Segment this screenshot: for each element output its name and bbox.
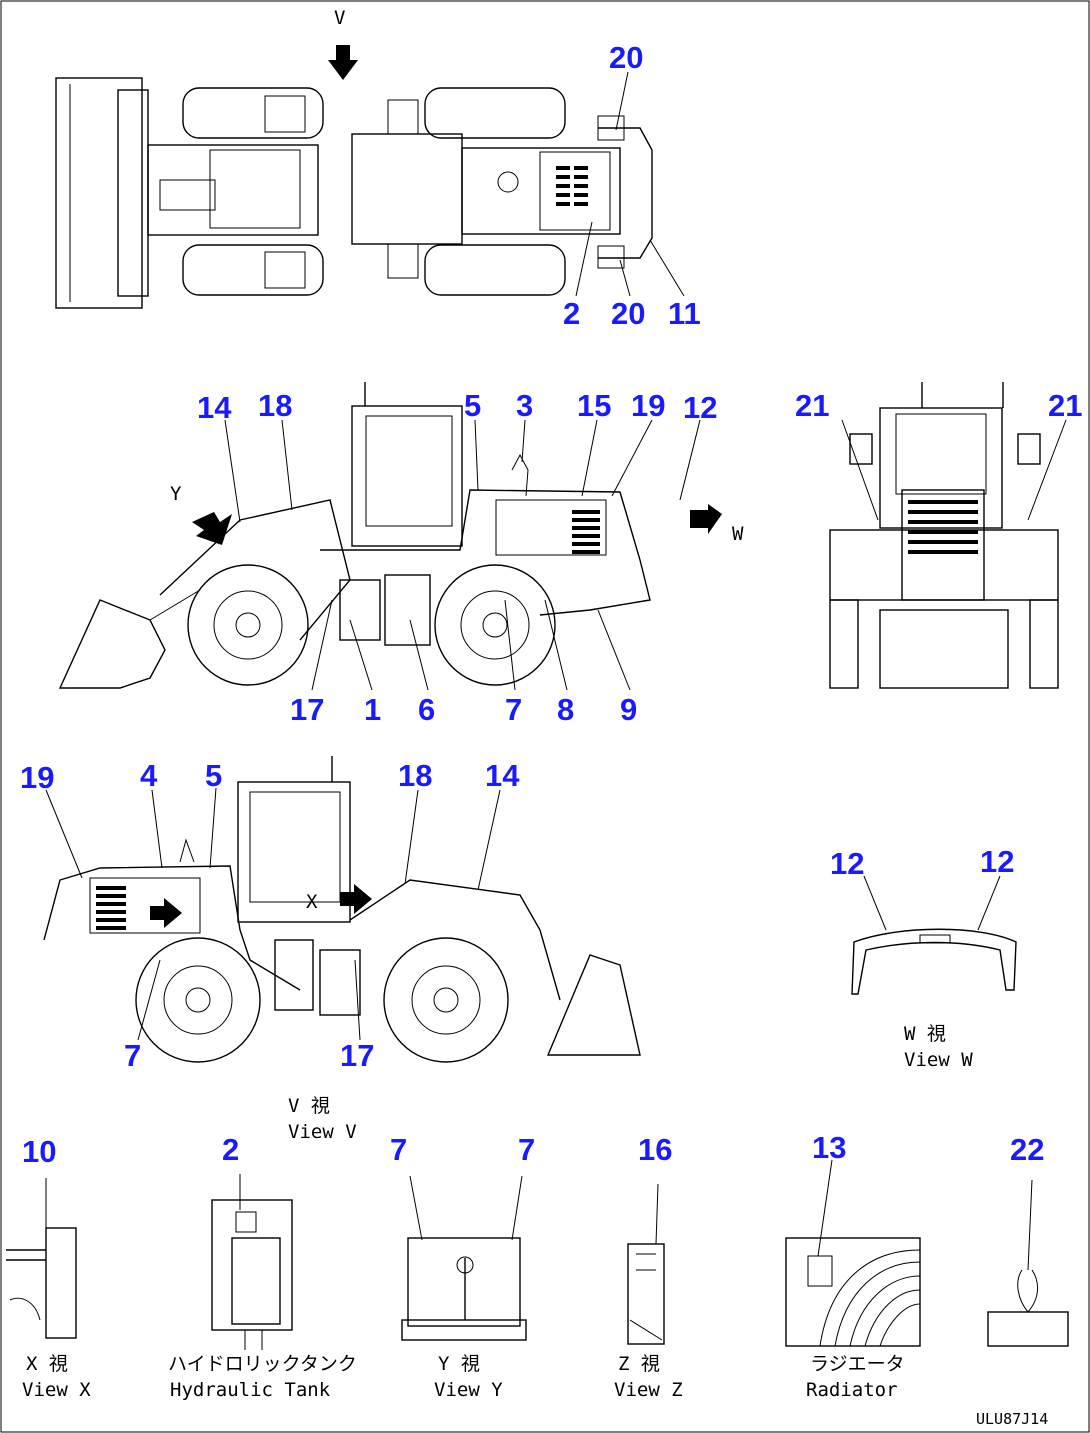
callout-ls-17: 17 (340, 1038, 374, 1073)
callout-rs-12: 12 (683, 390, 717, 425)
detail-radiator: 13 ラジエータ Radiator (785, 1130, 921, 1401)
callout-top-2: 2 (563, 296, 580, 331)
callout-rs-8: 8 (557, 692, 574, 727)
view-z-en: View Z (614, 1379, 683, 1401)
callout-rs-1: 1 (364, 692, 381, 727)
callout-d-22: 22 (1010, 1132, 1044, 1167)
view-x-en: View X (22, 1379, 91, 1401)
detail-view-y: 7 7 Y 視 View Y (390, 1132, 535, 1401)
view-v-en: View V (288, 1121, 357, 1143)
callout-fv-21a: 21 (795, 388, 829, 423)
callout-ls-14: 14 (485, 758, 520, 793)
view-v-caption: V 視 View V (288, 1095, 357, 1143)
callout-d-13: 13 (812, 1130, 846, 1165)
arrow-v-label: V (334, 7, 345, 29)
callout-rs-6: 6 (418, 692, 435, 727)
view-w-jp: W 視 (904, 1023, 946, 1045)
callout-top-20a: 20 (609, 40, 643, 75)
view-y-jp: Y 視 (438, 1353, 480, 1375)
callout-rs-17: 17 (290, 692, 324, 727)
view-w-en: View W (904, 1049, 973, 1071)
radiator-en: Radiator (806, 1379, 898, 1401)
arrow-y-label: Y (170, 483, 182, 505)
arrow-w-label: W (732, 523, 744, 545)
view-z-jp: Z 視 (618, 1353, 660, 1375)
callout-rs-19: 19 (631, 388, 665, 423)
hyd-tank-en: Hydraulic Tank (170, 1379, 331, 1401)
view-v-jp: V 視 (288, 1095, 330, 1117)
callout-top-11: 11 (668, 296, 701, 331)
callout-rs-18: 18 (258, 388, 292, 423)
view-arrow-y (192, 512, 232, 545)
callout-ls-4: 4 (140, 758, 158, 793)
drawing-code: ULU87J14 (976, 1410, 1048, 1428)
callout-ls-18: 18 (398, 758, 432, 793)
callout-vw-12b: 12 (980, 844, 1014, 879)
callout-ls-19: 19 (20, 760, 54, 795)
top-view: V (55, 7, 701, 331)
detail-part-22: 22 (987, 1132, 1069, 1347)
callout-ls-5: 5 (205, 758, 222, 793)
view-x-jp: X 視 (26, 1353, 68, 1375)
callout-d-2: 2 (222, 1132, 239, 1167)
view-arrow-left-1 (150, 898, 182, 928)
callout-d-7a: 7 (390, 1132, 407, 1167)
callout-ls-7: 7 (124, 1038, 141, 1073)
view-arrow-v (328, 45, 358, 80)
callout-rs-9: 9 (620, 692, 637, 727)
detail-hydraulic-tank: 2 ハイドロリックタンク Hydraulic Tank (168, 1132, 357, 1401)
left-side-view: X 19 4 5 18 14 7 17 (20, 756, 641, 1073)
callout-d-10: 10 (22, 1134, 56, 1169)
callout-rs-3: 3 (516, 388, 533, 423)
hyd-tank-jp: ハイドロリックタンク (168, 1353, 357, 1375)
detail-view-x: 10 X 視 View X (6, 1134, 91, 1401)
right-side-view: Y W 14 18 5 3 15 19 12 17 1 6 7 8 9 (58, 382, 744, 727)
callout-rs-7: 7 (505, 692, 522, 727)
callout-fv-21b: 21 (1048, 388, 1082, 423)
callout-d-16: 16 (638, 1132, 672, 1167)
arrow-x-label: X (306, 891, 318, 913)
view-arrow-w (690, 504, 722, 534)
view-y-en: View Y (434, 1379, 503, 1401)
callout-rs-14: 14 (197, 390, 232, 425)
front-view: 21 21 (795, 382, 1082, 689)
view-arrow-left-2 (340, 884, 372, 914)
callout-rs-15: 15 (577, 388, 611, 423)
detail-view-z: 16 Z 視 View Z (614, 1132, 683, 1401)
view-w: 12 12 W 視 View W (830, 844, 1017, 1071)
radiator-jp: ラジエータ (810, 1353, 905, 1375)
callout-top-20b: 20 (611, 296, 645, 331)
callout-d-7b: 7 (518, 1132, 535, 1167)
callout-vw-12a: 12 (830, 846, 864, 881)
callout-rs-5: 5 (464, 388, 481, 423)
